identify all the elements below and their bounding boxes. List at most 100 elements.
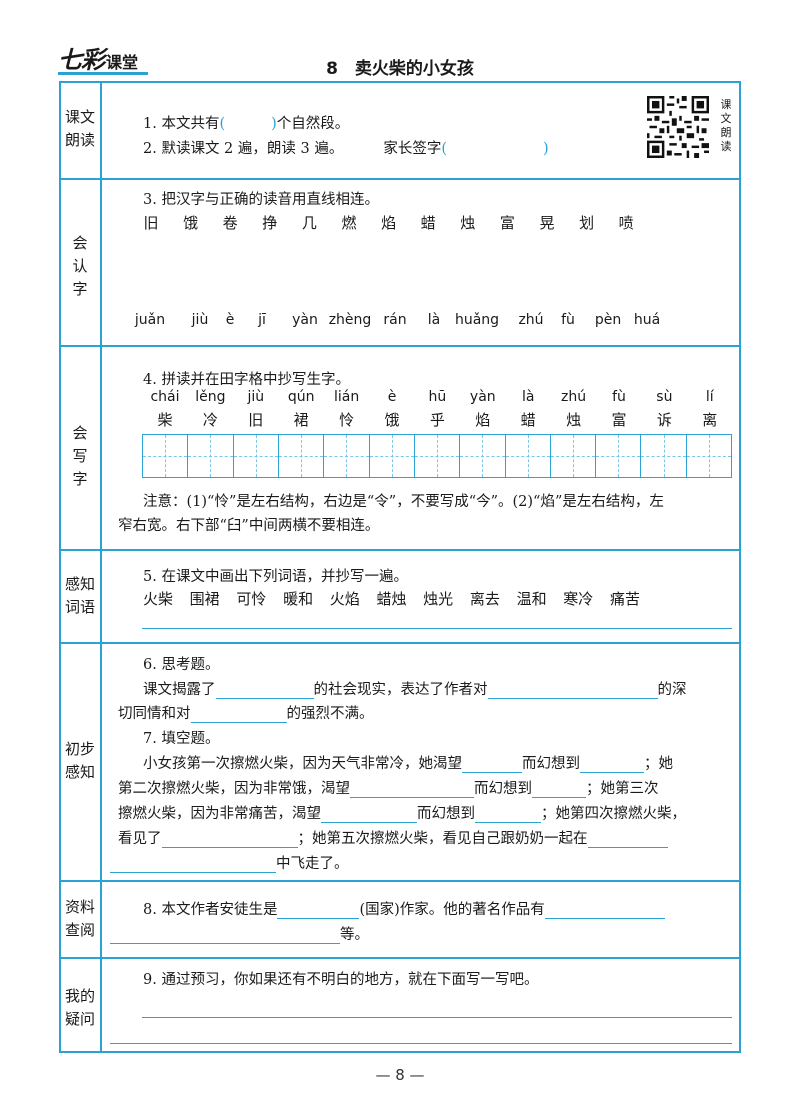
question-5: 5. 在课文中画出下列词语，并抄写一遍。	[143, 569, 408, 585]
hanzi-char: 烛	[566, 411, 582, 429]
pinyin-syllable: zhèng	[328, 312, 372, 328]
hanzi-char: 喷	[618, 214, 634, 232]
pinyin-syllable: là	[521, 389, 535, 405]
answer-blank[interactable]	[350, 781, 474, 798]
vocab-word: 痛苦	[609, 590, 641, 608]
pinyin-syllable: qún	[287, 389, 315, 405]
question-2: 2. 默读课文 2 遍，朗读 3 遍。家长签字()	[143, 141, 549, 157]
vocab-word: 寒冷	[563, 590, 594, 608]
tianzige-cell[interactable]	[414, 435, 461, 477]
section-label-huixiezi: 会写字	[72, 424, 88, 488]
answer-blank[interactable]	[532, 781, 586, 798]
pinyin-syllable: è	[387, 389, 397, 405]
tianzige-cell[interactable]	[550, 435, 597, 477]
note-line-2: 窄右宽。右下部“臼”中间两横不要相连。	[118, 518, 380, 534]
pinyin-syllable: yàn	[469, 389, 496, 405]
qr-code-icon[interactable]	[647, 96, 709, 158]
pinyin-syllable: jiù	[247, 389, 265, 405]
answer-blank[interactable]	[487, 682, 658, 699]
section-label-yiwen: 我的疑问	[64, 987, 95, 1028]
answer-blank[interactable]	[462, 756, 522, 773]
tianzige-cell[interactable]	[143, 435, 189, 477]
answer-blank[interactable]	[190, 706, 287, 723]
answer-blank[interactable]	[321, 806, 417, 823]
brand-text: 课堂	[106, 53, 139, 72]
q6-line-1: 课文揭露了的社会现实，表达了作者对的深	[143, 682, 687, 699]
hanzi-char: 诉	[656, 411, 672, 429]
tianzige-cell[interactable]	[369, 435, 415, 477]
pinyin-syllable: fù	[612, 389, 626, 405]
answer-blank[interactable]	[215, 682, 314, 699]
vocab-word: 温和	[516, 590, 547, 608]
section-divider	[59, 549, 741, 551]
question-1: 1. 本文共有()个自然段。	[143, 116, 350, 132]
pinyin-syllable: huǎng	[454, 312, 500, 328]
section-label-kewen: 课文朗读	[64, 108, 95, 149]
hanzi-char: 晃	[539, 214, 555, 232]
page-number: — 8 —	[375, 1066, 425, 1084]
hanzi-char: 蜡	[420, 214, 436, 232]
answer-blank[interactable]	[544, 902, 665, 919]
pinyin-syllable: lěng	[195, 389, 226, 405]
question-4: 4. 拼读并在田字格中抄写生字。	[143, 372, 350, 388]
tianzige-grid[interactable]	[142, 434, 732, 478]
answer-blank[interactable]	[110, 927, 340, 944]
pinyin-syllable: lí	[705, 389, 714, 405]
hanzi-char: 饿	[183, 214, 199, 232]
answer-blank[interactable]	[587, 831, 668, 848]
section-label-ganzhi: 感知词语	[64, 575, 95, 616]
tianzige-cell[interactable]	[460, 435, 506, 477]
label-column-divider	[100, 81, 102, 1053]
hanzi-char: 蜡	[520, 411, 536, 429]
hanzi-char: 饿	[384, 411, 400, 429]
tianzige-cell[interactable]	[188, 435, 234, 477]
hanzi-char: 冷	[202, 411, 218, 429]
question-8: 8. 本文作者安徒生是(国家)作家。他的著名作品有	[143, 898, 665, 919]
section-divider	[59, 345, 741, 347]
brand-logo: 七彩课堂	[58, 40, 138, 75]
tianzige-cell[interactable]	[278, 435, 325, 477]
qr-label: 课文朗读	[720, 98, 732, 153]
tianzige-cell[interactable]	[324, 435, 370, 477]
writing-line[interactable]	[142, 628, 732, 629]
hanzi-char: 挣	[262, 214, 278, 232]
hanzi-char: 富	[499, 214, 515, 232]
answer-blank[interactable]	[110, 856, 276, 873]
hanzi-char: 旧	[143, 214, 159, 232]
writing-line[interactable]	[110, 1043, 732, 1044]
tianzige-cell[interactable]	[596, 435, 642, 477]
section-label-huirenzi: 会认字	[72, 234, 88, 298]
pinyin-syllable: sù	[656, 389, 673, 405]
section-label-chubu: 初步感知	[64, 740, 95, 781]
answer-blank[interactable]	[475, 806, 541, 823]
tianzige-cell[interactable]	[641, 435, 687, 477]
pinyin-syllable: là	[427, 312, 441, 328]
tianzige-cell[interactable]	[686, 435, 732, 477]
q7-line-3: 擦燃火柴，因为非常痛苦，渴望而幻想到；她第四次擦燃火柴，	[118, 806, 686, 823]
hanzi-char: 旧	[248, 411, 264, 429]
question-6: 6. 思考题。	[143, 657, 220, 673]
hanzi-char: 怜	[339, 411, 355, 429]
answer-blank[interactable]	[277, 902, 360, 919]
pinyin-syllable: è	[225, 312, 235, 328]
answer-blank[interactable]	[161, 831, 298, 848]
hanzi-char: 裙	[293, 411, 309, 429]
tianzige-cell[interactable]	[505, 435, 551, 477]
pinyin-syllable: hū	[428, 389, 447, 405]
hanzi-char: 卷	[222, 214, 238, 232]
writing-line[interactable]	[142, 1017, 732, 1018]
tianzige-cell[interactable]	[233, 435, 279, 477]
hanzi-char: 柴	[157, 411, 173, 429]
hanzi-char: 离	[702, 411, 718, 429]
q7-line-4: 看见了；她第五次擦燃火柴，看见自己跟奶奶一起在	[118, 827, 668, 848]
section-divider	[59, 178, 741, 180]
vocab-word: 蜡烛	[376, 590, 407, 608]
hanzi-char: 焰	[381, 214, 397, 232]
vocab-word: 可怜	[236, 590, 267, 608]
pinyin-syllable: zhú	[561, 389, 587, 405]
answer-blank[interactable]	[580, 756, 644, 773]
hanzi-char: 燃	[341, 214, 357, 232]
pinyin-syllable: zhú	[518, 312, 544, 328]
